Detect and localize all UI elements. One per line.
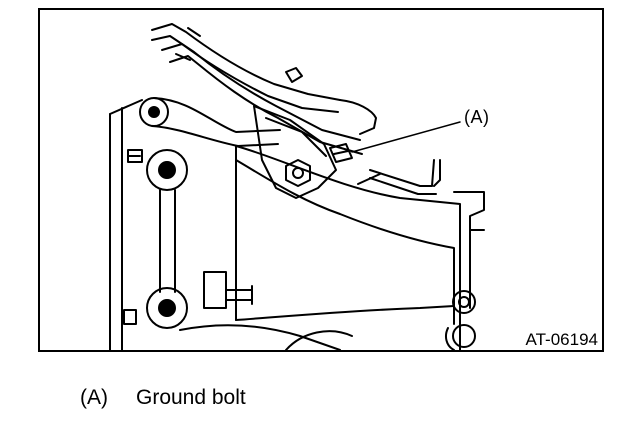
bolt-bracket <box>253 105 337 199</box>
lower-clamp <box>203 271 227 309</box>
transmission-drawing <box>109 23 485 350</box>
upper-pivot <box>146 149 188 191</box>
callout-label: (A) <box>464 107 490 127</box>
pivot-column <box>159 189 176 293</box>
lever-1 <box>151 23 341 101</box>
legend: (A) Ground bolt <box>80 386 246 410</box>
legend-text: Ground bolt <box>136 386 246 409</box>
right-bolt-lower <box>452 324 476 348</box>
figure-frame: (A) AT-06194 <box>38 8 604 352</box>
ground-bolt <box>329 143 353 163</box>
figure-id: AT-06194 <box>525 330 598 349</box>
upper-arm <box>153 97 281 133</box>
lever-2 <box>161 43 361 141</box>
bolt-head <box>285 159 311 187</box>
callout-leader <box>351 121 461 153</box>
housing-body <box>235 145 461 350</box>
lower-pivot <box>146 287 188 329</box>
legend-key: (A) <box>80 386 108 409</box>
right-bolt-upper <box>452 290 476 314</box>
right-flange <box>453 191 485 309</box>
